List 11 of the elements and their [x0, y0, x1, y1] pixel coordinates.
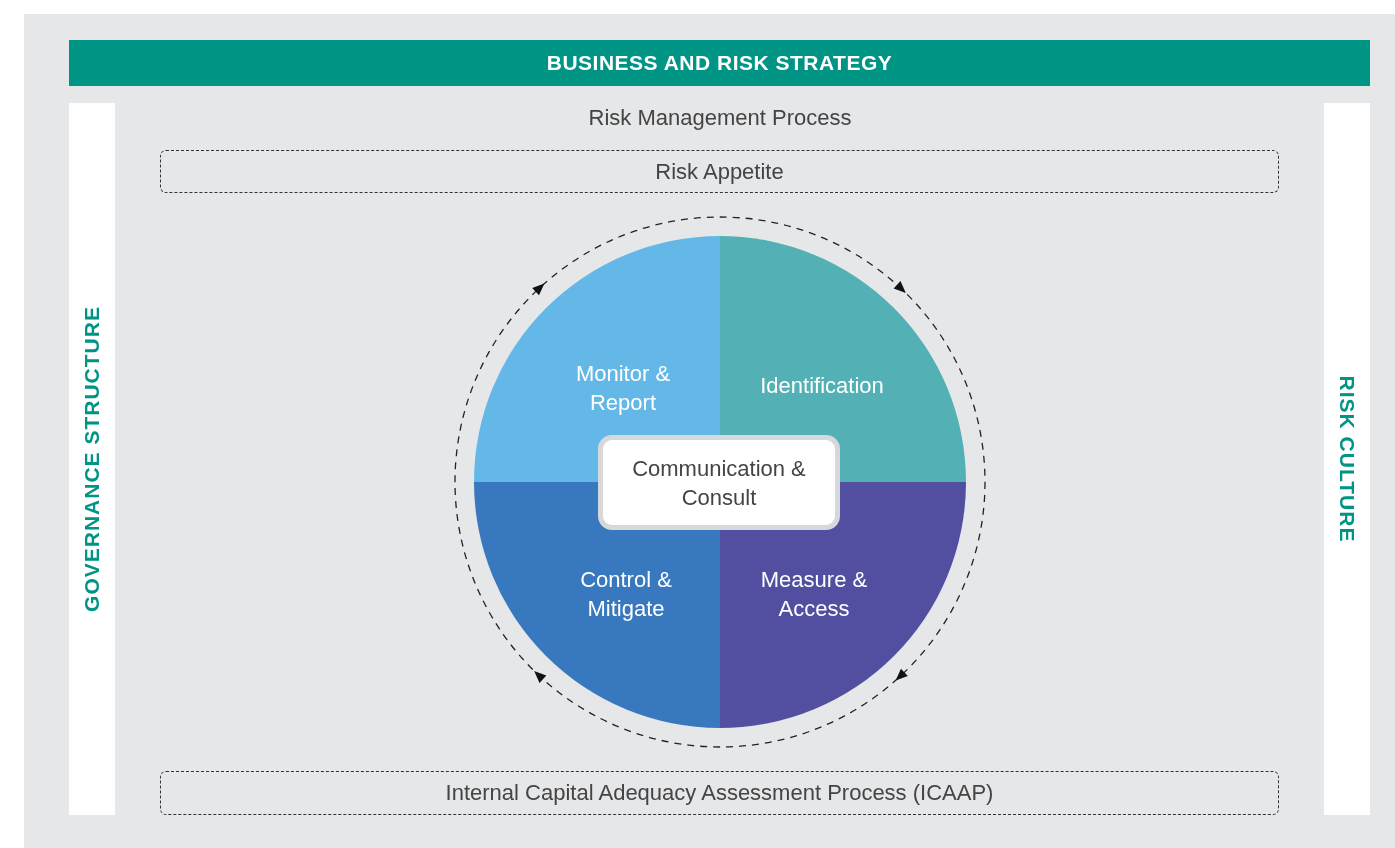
segment-label: Identification: [759, 371, 885, 400]
side-bar-title: GOVERNANCE STRUCTURE: [80, 306, 104, 612]
side-bar-title: RISK CULTURE: [1335, 375, 1359, 543]
dashed-box: Risk Appetite: [160, 150, 1279, 193]
segment-label: Monitor & Report: [574, 360, 672, 417]
dashed-box: Internal Capital Adequacy Assessment Process (ICAAP): [160, 771, 1279, 815]
header-bar: BUSINESS AND RISK STRATEGY: [69, 40, 1370, 86]
segment-label: Measure & Access: [759, 566, 869, 623]
segment-label: Control & Mitigate: [579, 566, 673, 623]
section-heading: Risk Management Process: [588, 105, 852, 131]
center-box: Communication & Consult: [598, 435, 840, 530]
